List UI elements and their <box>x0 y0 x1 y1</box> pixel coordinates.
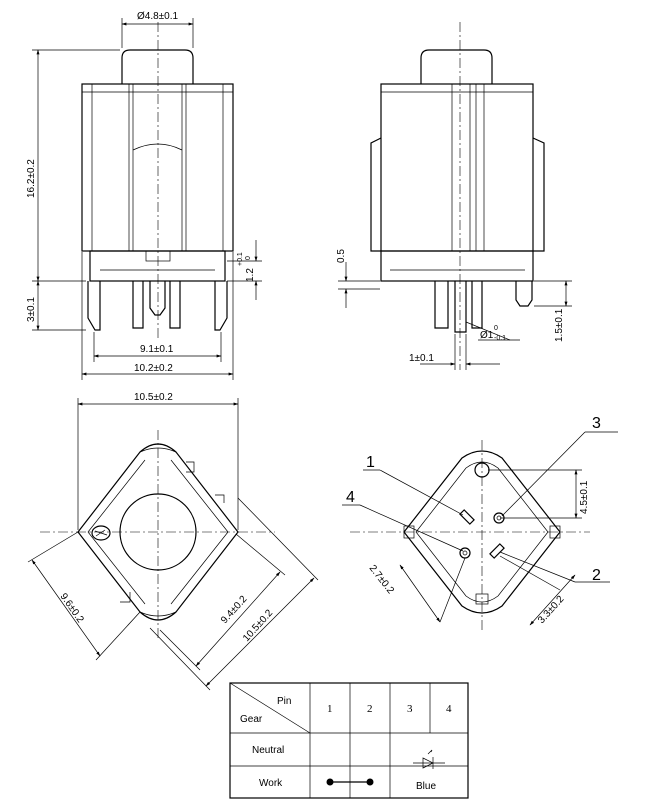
dim-pin-w: 1±0.1 <box>409 353 434 364</box>
diode-icon <box>413 749 445 769</box>
front-view <box>32 18 262 380</box>
dim-diag-1: 9.6±0.2 <box>58 591 86 625</box>
dim-top-w: 10.5±0.2 <box>134 392 173 403</box>
pin-table <box>229 682 469 799</box>
dim-pin-d-lo: -0.1 <box>494 335 506 342</box>
pin-label-2: 2 <box>592 567 601 584</box>
dim-top-dia: Ø4.8±0.1 <box>137 11 179 22</box>
bottom-view <box>342 431 618 630</box>
dim-gap: 0.5 <box>336 249 347 263</box>
dim-br-v: 4.5±0.1 <box>579 480 590 514</box>
side-view <box>338 22 572 370</box>
pin-label-4: 4 <box>346 489 355 506</box>
table-col-4: 4 <box>446 703 452 715</box>
dim-pin-tol-up: +0.1 <box>237 252 244 266</box>
top-view <box>27 398 319 691</box>
dim-pin-tol-lo: 0 <box>245 256 252 260</box>
diode-label: Blue <box>416 781 436 792</box>
table-col-2: 2 <box>367 703 373 715</box>
dim-pin-tip: 3±0.1 <box>26 297 37 322</box>
dim-diag-2: 9.4±0.2 <box>219 594 250 626</box>
table-corner-pin: Pin <box>277 696 291 707</box>
dim-pin-pitch: 9.1±0.1 <box>140 344 174 355</box>
table-row-neutral: Neutral <box>252 745 284 756</box>
dim-pin-side: 1.5±0.1 <box>554 308 565 342</box>
dim-pin-d: Ø1 <box>480 330 494 341</box>
dim-br-d2: 3.3±0.2 <box>536 594 567 626</box>
pin-label-3: 3 <box>592 415 601 432</box>
dim-pin-len: 1.2 <box>245 268 256 282</box>
table-corner-gear: Gear <box>240 714 263 725</box>
dim-body-w: 10.2±0.2 <box>134 363 173 374</box>
dim-diag-3: 10.5±0.2 <box>241 607 275 644</box>
pin-label-1: 1 <box>366 454 375 471</box>
table-col-1: 1 <box>327 703 333 715</box>
dim-pin-d-up: 0 <box>494 325 498 332</box>
dim-height: 16.2±0.2 <box>26 159 37 198</box>
dim-br-d1: 2.7±0.2 <box>367 563 396 596</box>
table-row-work: Work <box>259 778 283 789</box>
table-col-3: 3 <box>407 703 413 715</box>
